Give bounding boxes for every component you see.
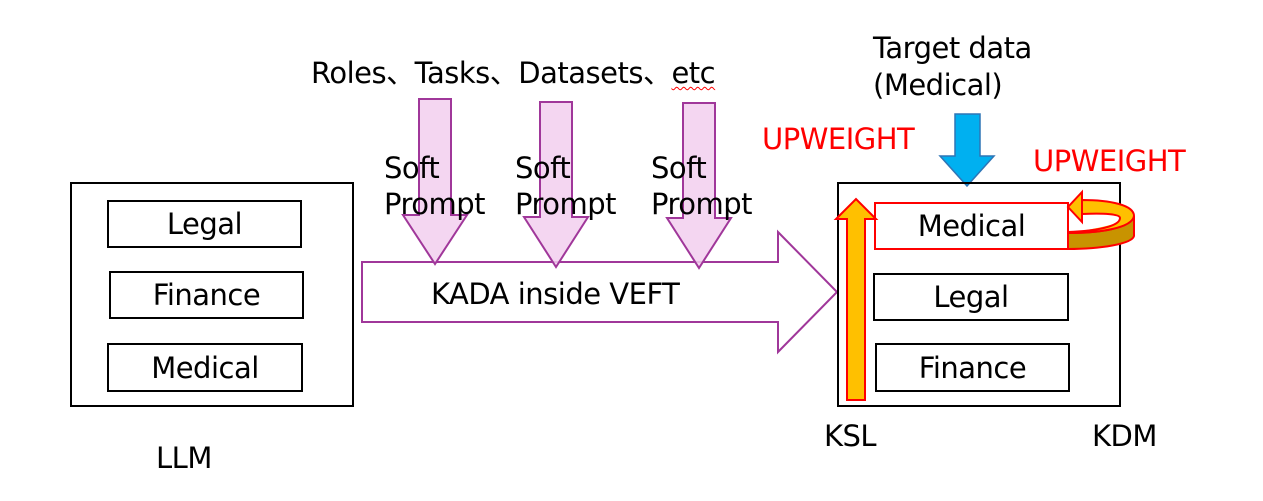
llm-domain-legal: Legal	[107, 200, 302, 248]
result-model-container	[837, 182, 1121, 407]
input-sources-text: Roles、Tasks、Datasets、	[311, 56, 672, 90]
ksl-label: KSL	[824, 419, 877, 453]
soft-prompt-label-2: Soft Prompt	[515, 150, 617, 222]
llm-domain-medical: Medical	[107, 343, 303, 392]
kdm-upweight-curved-arrow	[1066, 189, 1136, 251]
soft-prompt-2-line2: Prompt	[515, 187, 617, 221]
input-sources-label: Roles、Tasks、Datasets、etc	[311, 55, 716, 91]
kdm-arrow-shaft	[1067, 198, 1136, 235]
llm-container	[70, 182, 354, 407]
soft-prompt-arrow-1	[401, 98, 469, 266]
kdm-label: KDM	[1092, 419, 1157, 453]
llm-domain-finance: Finance	[109, 271, 304, 319]
llm-label: LLM	[156, 441, 212, 475]
soft-prompt-arrow-3	[665, 102, 733, 270]
result-domain-medical: Medical	[874, 202, 1069, 250]
result-domain-legal: Legal	[873, 273, 1069, 321]
target-data-label-line1: Target data	[873, 31, 1032, 65]
upweight-label-ksl: UPWEIGHT	[762, 122, 915, 156]
input-sources-etc: etc	[671, 56, 716, 90]
soft-prompt-1-line1: Soft	[384, 151, 440, 185]
soft-prompt-3-line2: Prompt	[651, 187, 753, 221]
soft-prompt-3-line1: Soft	[651, 151, 707, 185]
main-arrow-label: KADA inside VEFT	[431, 277, 680, 311]
upweight-label-kdm: UPWEIGHT	[1033, 144, 1186, 178]
soft-prompt-label-3: Soft Prompt	[651, 150, 753, 222]
soft-prompt-1-line2: Prompt	[384, 187, 486, 221]
kdm-arrow-head	[1066, 189, 1083, 225]
soft-prompt-label-1: Soft Prompt	[384, 150, 486, 222]
main-process-arrow	[361, 229, 839, 355]
result-domain-finance: Finance	[875, 343, 1070, 392]
target-data-arrow	[938, 113, 996, 188]
ksl-upweight-arrow	[833, 197, 879, 401]
soft-prompt-2-line1: Soft	[515, 151, 571, 185]
soft-prompt-arrow-2	[522, 101, 590, 269]
target-data-label-line2: (Medical)	[873, 68, 1003, 102]
